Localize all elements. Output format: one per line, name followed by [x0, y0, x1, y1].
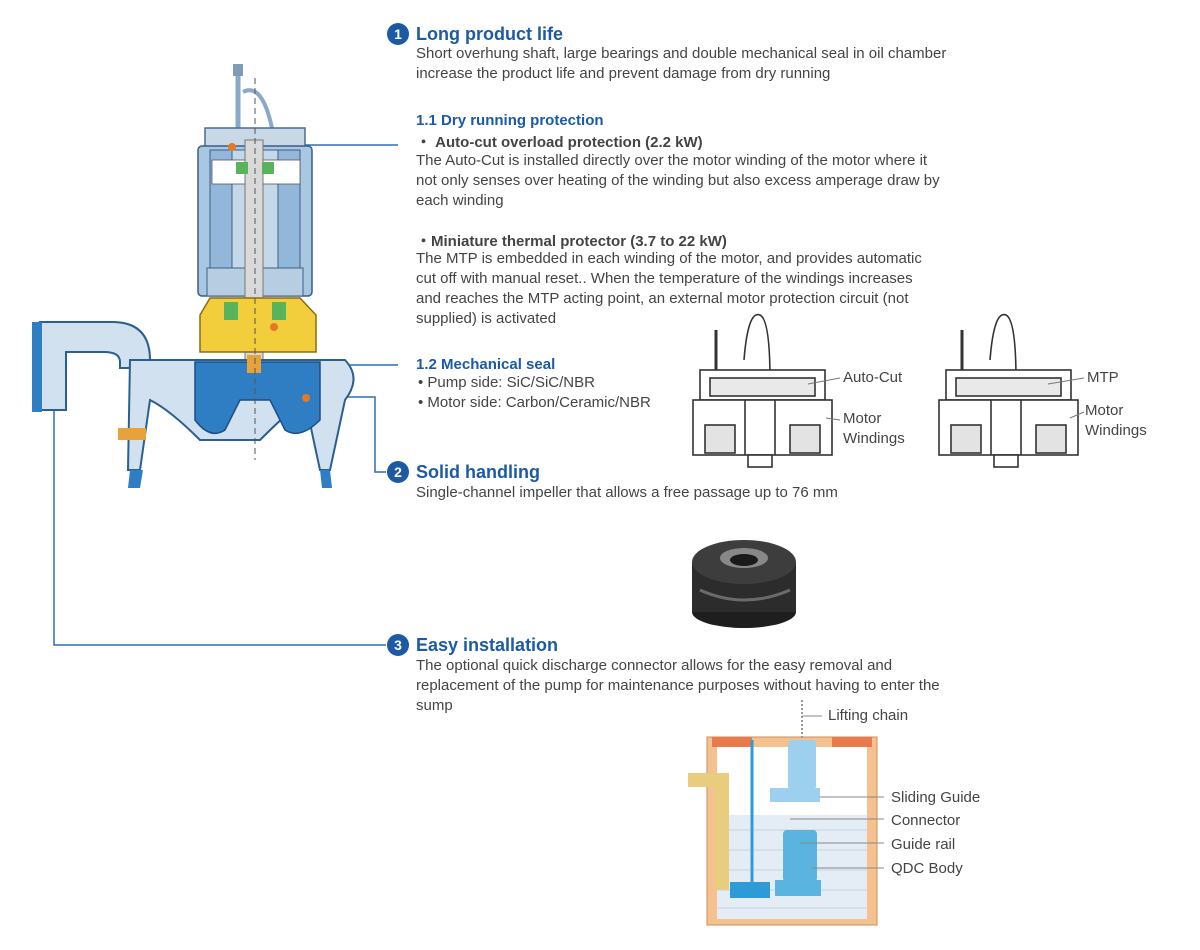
section-3-desc-line-1: The optional quick discharge connector a…	[416, 657, 893, 674]
section-1-desc-line-1: Short overhung shaft, large bearings and…	[416, 45, 947, 62]
section-1-desc-line-2: increase the product life and prevent da…	[416, 65, 831, 82]
section-3-badge: 3	[387, 634, 409, 656]
mtp-desc-line-3: and reaches the MTP acting point, an ext…	[416, 290, 909, 307]
mtp-desc-line-2: cut off with manual reset.. When the tem…	[416, 270, 913, 287]
auto-cut-desc-line-1: The Auto-Cut is installed directly over …	[416, 152, 928, 169]
seal-motor-side: • Motor side: Carbon/Ceramic/NBR	[418, 394, 651, 411]
auto-cut-label: Auto-Cut	[843, 369, 903, 386]
impeller	[194, 361, 321, 435]
lifting-chain-label: Lifting chain	[828, 707, 909, 724]
discharge-elbow	[39, 321, 151, 411]
motor-windings-label-a-2: Windings	[843, 430, 905, 447]
section-2-title: Solid handling	[416, 462, 540, 482]
auto-cut-title: ・ Auto-cut overload protection (2.2 kW)	[416, 134, 703, 151]
section-2-badge: 2	[387, 461, 409, 483]
section-3-desc-line-2: replacement of the pump for maintenance …	[416, 677, 940, 694]
auto-cut-desc-line-2: not only senses over heating of the wind…	[416, 172, 940, 189]
connector-label: Connector	[891, 812, 961, 829]
sliding-guide-label: Sliding Guide	[891, 789, 981, 806]
subsection-1-2-title: 1.2 Mechanical seal	[416, 356, 556, 373]
mtp-title: ・Miniature thermal protector (3.7 to 22 …	[416, 233, 727, 250]
power-cable	[235, 70, 274, 129]
guide-rail-label: Guide rail	[891, 836, 956, 853]
section-2-desc: Single-channel impeller that allows a fr…	[416, 484, 838, 501]
mtp-desc-line-1: The MTP is embedded in each winding of t…	[416, 250, 922, 267]
mtp-label: MTP	[1087, 369, 1119, 386]
section-1-badge: 1	[387, 23, 409, 45]
motor-windings-label-b-1: Motor	[1085, 402, 1124, 419]
subsection-1-1-title: 1.1 Dry running protection	[416, 112, 604, 129]
diagram-auto-cut	[692, 313, 833, 468]
mtp-desc-line-4: supplied) is activated	[416, 310, 557, 327]
seal-pump-side: • Pump side: SiC/SiC/NBR	[418, 374, 595, 391]
auto-cut-desc-line-3: each winding	[416, 192, 504, 209]
section-3-title: Easy installation	[416, 635, 559, 655]
motor-windings-label-b-2: Windings	[1085, 422, 1147, 439]
motor-windings-label-a-1: Motor	[843, 410, 882, 427]
section-1-title: Long product life	[416, 24, 563, 44]
diagram-mtp	[938, 313, 1079, 468]
section-3-desc-line-3: sump	[416, 697, 453, 714]
qdc-body-label: QDC Body	[891, 860, 963, 877]
